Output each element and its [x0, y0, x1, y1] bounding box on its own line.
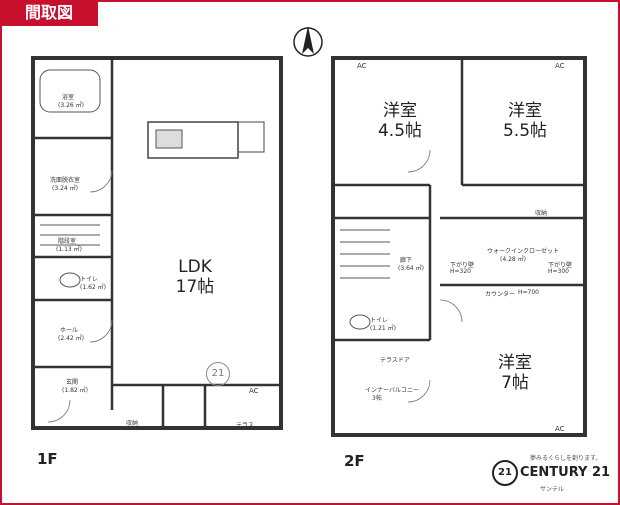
storage-label: 階段室 — [58, 238, 77, 245]
ldk-label: LDK — [178, 257, 212, 277]
page-title: 間取図 — [0, 0, 98, 26]
hall-label: ホール — [60, 327, 79, 334]
north-compass-icon — [293, 26, 323, 57]
shoe-label: 収納 — [126, 420, 139, 427]
floor1-walls — [31, 56, 283, 430]
bath-area: (3.26 ㎡) — [58, 102, 84, 109]
terrace-label: テラス — [236, 422, 254, 429]
room-45-label: 洋室 — [383, 101, 417, 121]
drop-wall2-label: 下がり壁 — [548, 262, 573, 269]
balcony-label: インナーバルコニー — [365, 387, 419, 394]
counter-height: H=700 — [518, 289, 539, 296]
ldk-size: 17帖 — [175, 277, 215, 297]
brand-sub: サンテル — [540, 486, 565, 493]
closet2-label: 収納 — [535, 210, 548, 217]
floor2-label: 2F — [344, 452, 365, 470]
drop-wall1-height: H=320 — [450, 268, 471, 275]
floor1-inner-walls — [33, 58, 281, 428]
brand-tagline: 夢みるくらしを創ります。 — [530, 455, 602, 462]
hall-area: (2.42 ㎡) — [58, 335, 84, 342]
floor1-ac-label: AC — [249, 387, 259, 395]
floor2-walls — [331, 56, 587, 437]
floor2-ac-label-2: AC — [555, 62, 565, 70]
floor2-inner-walls — [333, 58, 585, 342]
entrance-area: (1.82 ㎡) — [62, 387, 88, 394]
bath-label: 浴室 — [62, 94, 75, 101]
terrace-door-label: テラスドア — [380, 357, 410, 364]
wash-label: 洗面脱衣室 — [50, 177, 81, 184]
drop-wall1-label: 下がり壁 — [450, 262, 475, 269]
counter-label: カウンター — [485, 291, 516, 298]
wic-label: ウォークインクローゼット — [487, 248, 560, 255]
hall2-area: (3.64 ㎡) — [398, 265, 424, 272]
room-7-label: 洋室 — [498, 353, 532, 373]
toilet1-label: トイレ — [80, 276, 99, 283]
wic-area: (4.28 ㎡) — [500, 256, 526, 263]
wash-area: (3.24 ㎡) — [52, 185, 78, 192]
toilet1-area: (1.62 ㎡) — [80, 284, 106, 291]
hall2-label: 廊下 — [400, 257, 413, 264]
floor1-brand-badge: 21 — [206, 362, 230, 386]
century21-logo-icon: 21 — [492, 460, 518, 486]
floor2-ac-label-1: AC — [357, 62, 367, 70]
balcony-area: 3帖 — [372, 395, 382, 402]
drop-wall2-height: H=300 — [548, 268, 569, 275]
brand-name: CENTURY 21 — [520, 465, 611, 480]
room-55-label: 洋室 — [508, 101, 542, 121]
entrance-label: 玄関 — [66, 379, 79, 386]
room-7-size: 7帖 — [501, 373, 529, 393]
toilet2-area: (1.21 ㎡) — [370, 325, 396, 332]
room-55-size: 5.5帖 — [502, 121, 548, 141]
storage-area: (1.13 ㎡) — [56, 246, 82, 253]
floor2-ac-label-3: AC — [555, 425, 565, 433]
room-45-size: 4.5帖 — [377, 121, 423, 141]
toilet2-label: トイレ — [370, 317, 389, 324]
floor1-label: 1F — [37, 450, 58, 468]
